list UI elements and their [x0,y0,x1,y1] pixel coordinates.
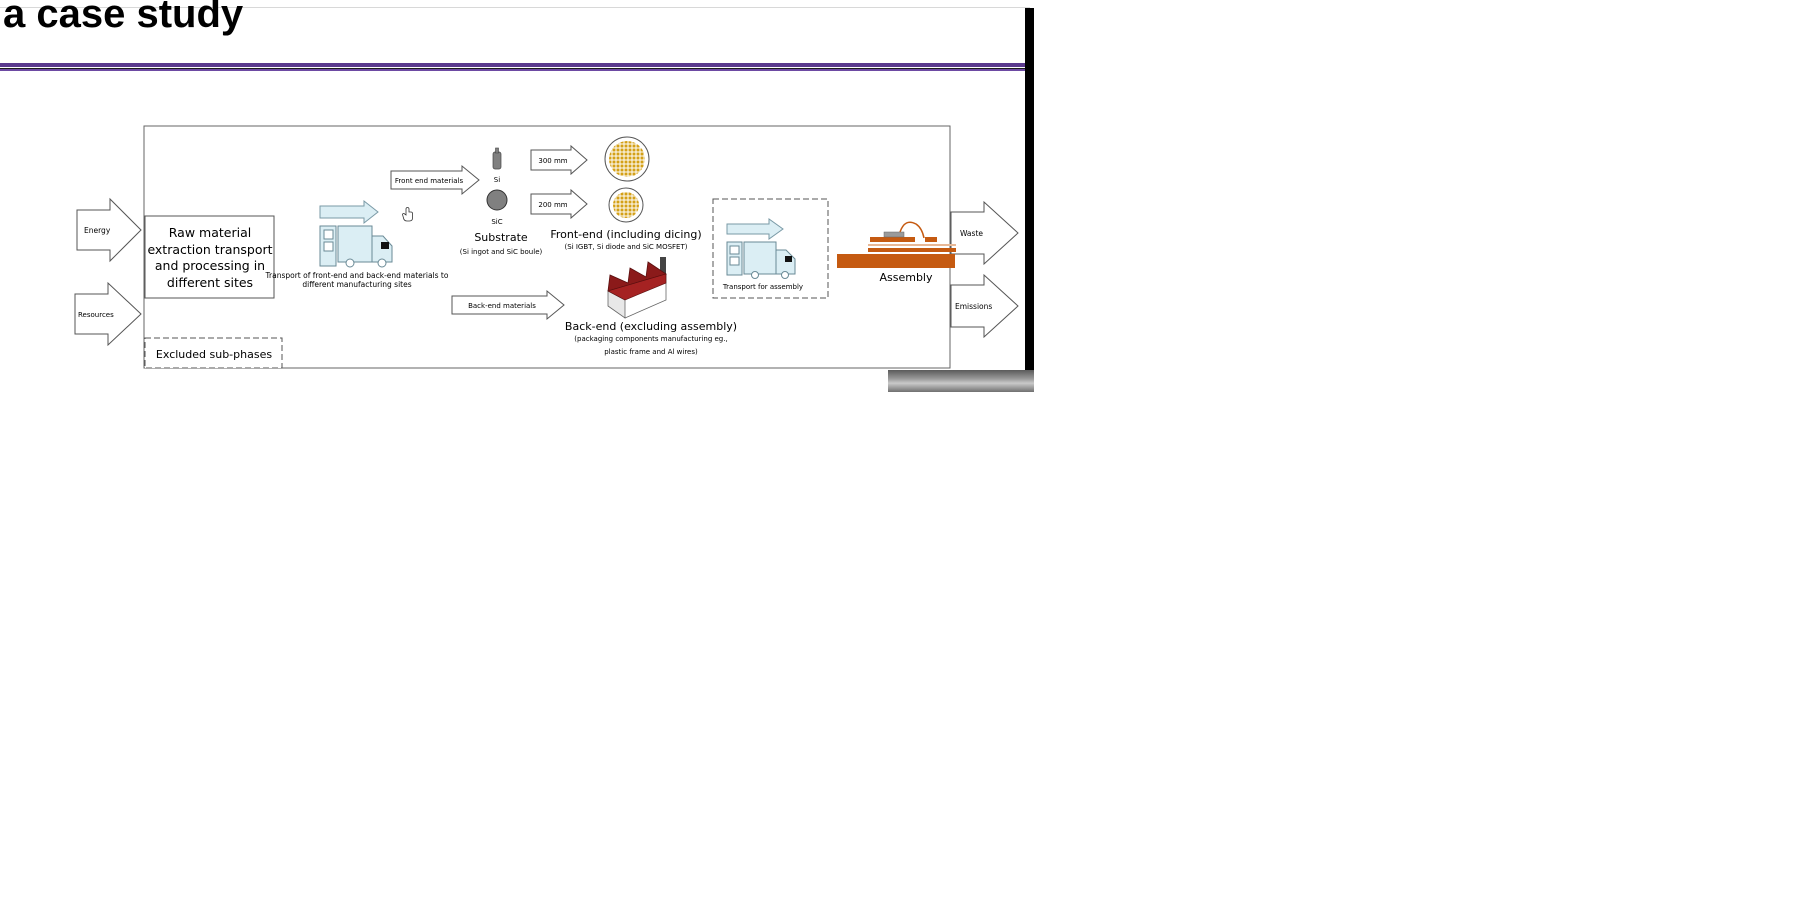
lca-diagram: Energy Resources Waste Emissions Raw mat… [74,125,1019,369]
waste-output-arrow: Waste [950,200,1019,266]
back-end-caption-line-1: (packaging components manufacturing eg., [574,335,727,343]
slide: a case study Energy Resources Waste Em [0,0,1034,392]
emissions-output-arrow: Emissions [950,273,1019,339]
back-end-materials-label: Back-end materials [468,302,536,310]
back-end-caption-line-2: plastic frame and Al wires) [604,348,698,356]
resources-label: Resources [78,311,114,319]
top-divider [0,7,1030,8]
title-rule-thin [0,68,1025,69]
raw-material-box: Raw material extraction transport and pr… [144,215,275,299]
photo-fragment [888,370,1034,392]
substrate-caption: (Si ingot and SiC boule) [460,248,543,256]
raw-material-line-4: different sites [167,275,253,290]
front-end-materials-label: Front end materials [395,177,464,185]
sic-label: SiC [491,218,502,226]
power-module-icon [837,221,956,268]
wafer-200mm-arrow: 200 mm [530,188,588,220]
back-end-title: Back-end (excluding assembly) [565,320,737,333]
raw-material-line-1: Raw material [169,225,251,240]
excluded-label: Excluded sub-phases [156,348,272,361]
transport-caption-line-1: Transport of front-end and back-end mate… [265,271,449,280]
wafer-200mm-icon [608,187,644,223]
system-boundary [143,125,951,369]
waste-label: Waste [960,229,983,238]
raw-material-line-2: extraction transport [147,242,272,257]
front-end-title: Front-end (including dicing) [550,228,701,241]
energy-label: Energy [84,226,111,235]
assembly-title: Assembly [879,271,933,284]
substrate-title: Substrate [474,231,528,244]
energy-input-arrow: Energy [76,197,142,263]
raw-material-line-3: and processing in [155,258,265,273]
excluded-subphases-legend: Excluded sub-phases [144,337,283,369]
si-label: Si [494,176,500,184]
transport-assembly-label: Transport for assembly [722,283,803,291]
truck-icon [319,199,393,268]
window-edge-bar [1025,8,1034,370]
transport-assembly-box: Transport for assembly [712,198,829,299]
wafer-300mm-arrow: 300 mm [530,144,588,176]
resources-input-arrow: Resources [74,281,142,347]
emissions-label: Emissions [955,302,992,311]
front-end-materials-arrow: Front end materials [390,164,480,196]
wafer-300mm-icon [604,136,650,182]
title-rule [0,63,1025,67]
hand-cursor-icon [402,207,413,222]
back-end-materials-arrow: Back-end materials [451,289,565,321]
sic-boule-icon [486,189,508,211]
title-rule-lower [0,69,1025,71]
silicon-ingot-icon [492,147,502,170]
transport-caption-line-2: different manufacturing sites [302,280,411,289]
wafer-300-label: 300 mm [538,157,567,165]
wafer-200-label: 200 mm [538,201,567,209]
front-end-caption: (Si IGBT, Si diode and SiC MOSFET) [565,243,688,251]
factory-icon [607,257,667,319]
slide-title: a case study [3,0,244,36]
